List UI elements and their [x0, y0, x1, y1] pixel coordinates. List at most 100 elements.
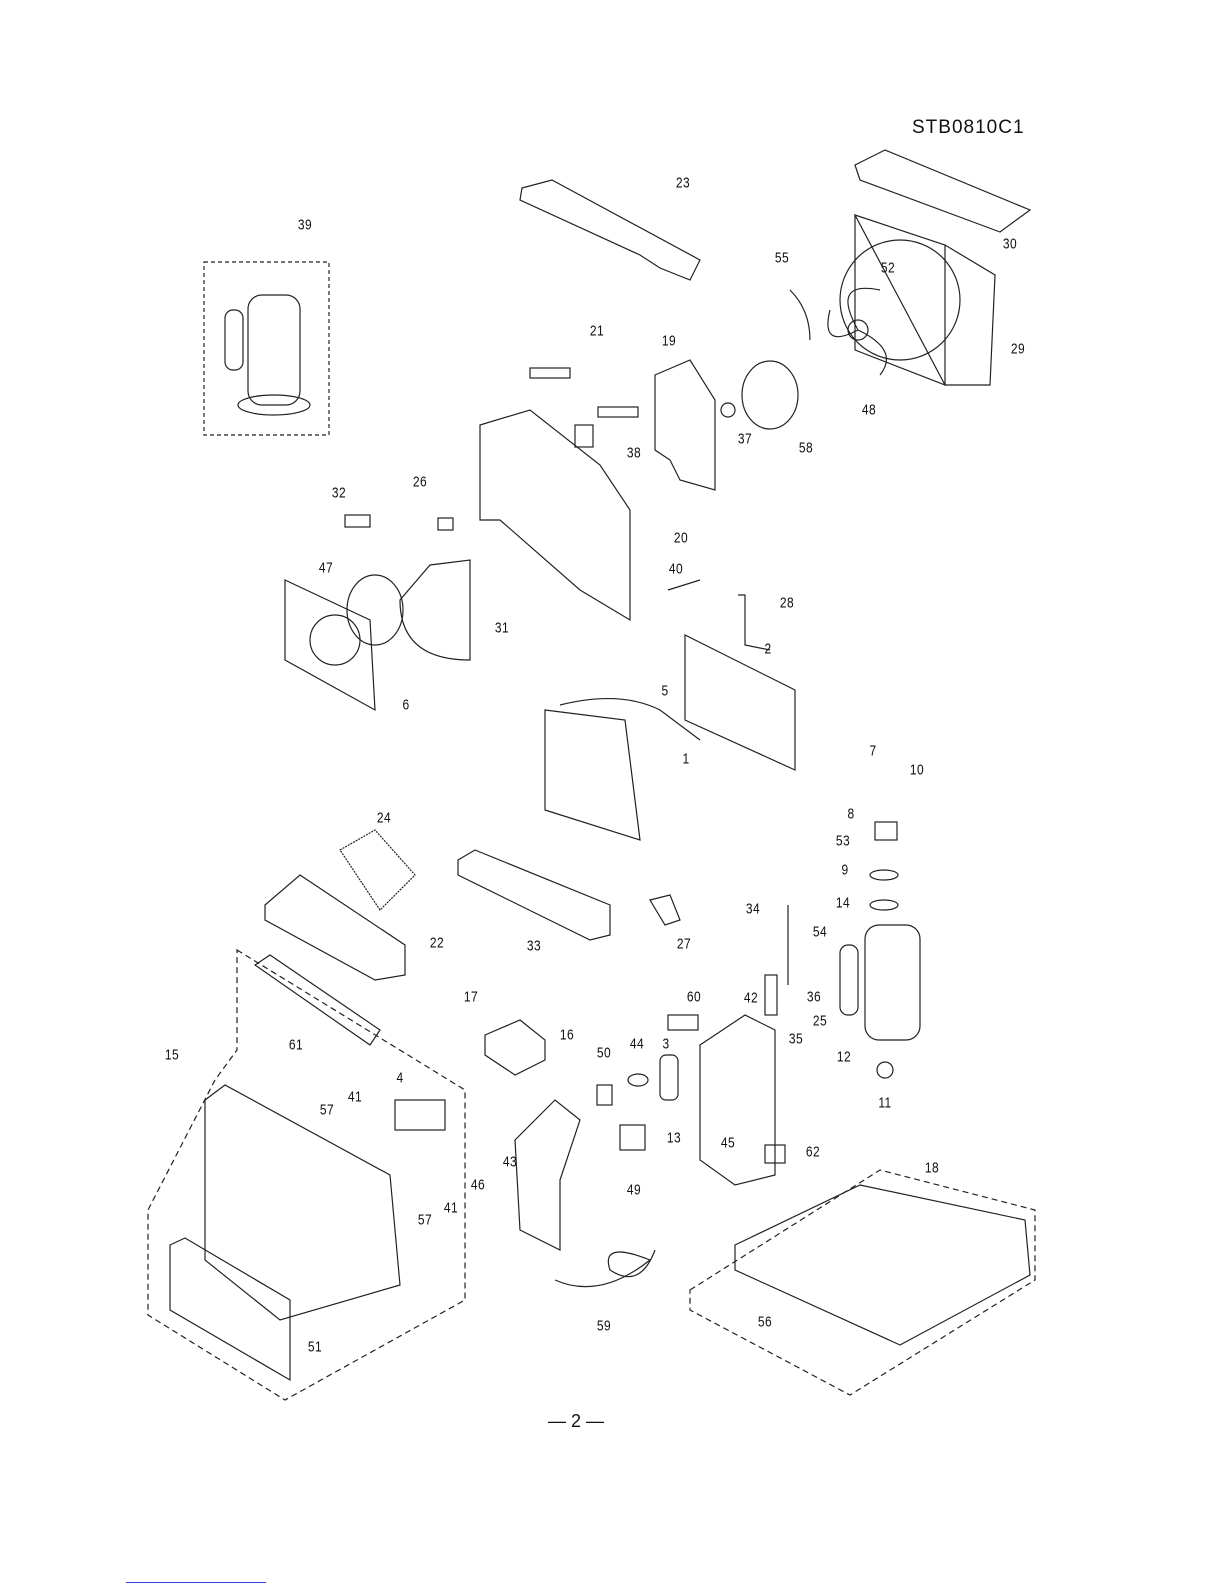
bracket-35: [764, 974, 778, 1016]
part-label: 43: [501, 1154, 519, 1171]
part-number: 33: [526, 937, 542, 955]
part-label: 1: [682, 751, 691, 768]
part-number: 28: [779, 594, 795, 612]
part-number: 39: [297, 216, 313, 234]
part-label: 56: [756, 1314, 774, 1331]
seal-55: [789, 289, 811, 341]
part-label: 40: [667, 561, 685, 578]
thermostat-49: [619, 1124, 646, 1151]
part-number: 2: [764, 640, 772, 658]
gasket-14: [869, 899, 899, 911]
part-number: 50: [596, 1044, 612, 1062]
part-label: 54: [811, 924, 829, 941]
base-pan-kit-outline: [689, 1169, 1036, 1396]
terminal-cover-8: [874, 821, 898, 841]
compressor-25: [864, 924, 921, 1041]
louver-61: [253, 954, 381, 1046]
part-number: 52: [880, 259, 896, 277]
part-number: 14: [835, 894, 851, 912]
part-number: 20: [673, 529, 689, 547]
part-label: 42: [742, 990, 760, 1007]
evaporator-coil-1: [544, 709, 641, 841]
front-cabinet-15: [204, 1084, 401, 1321]
part-label: 11: [877, 1095, 894, 1112]
part-number: 43: [502, 1153, 518, 1171]
part-number: 55: [774, 249, 790, 267]
part-number: 7: [869, 742, 877, 760]
part-number: 45: [720, 1134, 736, 1152]
power-cord-59: [554, 1249, 656, 1288]
clip-21a: [529, 367, 571, 379]
compressor-kit-box: [203, 261, 330, 436]
part-number: 9: [841, 861, 849, 879]
part-label: 10: [908, 762, 926, 779]
part-number: 38: [626, 444, 642, 462]
partition-20: [479, 409, 631, 622]
gasket-9: [869, 869, 899, 881]
part-label: 51: [306, 1339, 324, 1356]
drain-pan-33: [457, 849, 611, 941]
bracket-28: [738, 594, 771, 651]
part-label: 31: [493, 620, 511, 637]
switch-50: [596, 1084, 613, 1106]
part-label: 55: [773, 250, 791, 267]
part-label: 48: [860, 402, 878, 419]
part-number: 29: [1010, 340, 1026, 358]
part-label: 18: [923, 1160, 941, 1177]
scroll-31: [399, 559, 471, 661]
top-cover-30: [854, 149, 1032, 233]
part-number: 61: [288, 1036, 304, 1054]
mesh-24: [339, 829, 416, 911]
holder-4: [394, 1099, 446, 1131]
filter-51: [169, 1237, 291, 1382]
switch-38: [574, 424, 594, 448]
part-label: 38: [625, 445, 643, 462]
part-number: 31: [494, 619, 510, 637]
part-label: 20: [672, 530, 690, 547]
bottom-link-line: [126, 1582, 266, 1583]
plate-43: [514, 1099, 581, 1251]
part-number: 35: [788, 1030, 804, 1048]
part-number: 11: [878, 1094, 892, 1112]
part-label: 30: [1001, 236, 1019, 253]
control-bracket-16: [484, 1019, 546, 1076]
condenser-coil-2: [684, 634, 796, 771]
part-label: 2: [764, 641, 773, 658]
part-label: 41: [442, 1200, 460, 1217]
part-label: 9: [841, 862, 850, 879]
part-number: 47: [318, 559, 334, 577]
part-label: 41: [346, 1089, 364, 1106]
part-label: 24: [375, 810, 393, 827]
part-label: 12: [835, 1049, 853, 1066]
part-label: 7: [869, 743, 878, 760]
part-label: 44: [628, 1036, 646, 1053]
part-number: 26: [412, 473, 428, 491]
blower-wheel-47: [346, 574, 404, 646]
motor-bracket-19: [654, 359, 716, 491]
part-label: 21: [588, 323, 606, 340]
part-label: 19: [660, 333, 678, 350]
part-label: 6: [402, 697, 411, 714]
part-number: 44: [629, 1035, 645, 1053]
part-label: 3: [662, 1036, 671, 1053]
part-label: 37: [736, 431, 754, 448]
relay-62: [764, 1144, 786, 1164]
part-number: 10: [909, 761, 925, 779]
clamp-44: [627, 1073, 649, 1087]
part-number: 17: [463, 988, 479, 1006]
part-number: 6: [402, 696, 410, 714]
part-label: 36: [805, 989, 823, 1006]
part-number: 27: [676, 935, 692, 953]
part-label: 27: [675, 936, 693, 953]
part-label: 62: [804, 1144, 822, 1161]
part-number: 56: [757, 1313, 773, 1331]
part-number: 62: [805, 1143, 821, 1161]
part-label: 5: [661, 683, 670, 700]
part-number: 53: [835, 832, 851, 850]
grommet-11: [876, 1061, 894, 1079]
compressor-39: [224, 294, 311, 416]
part-number: 5: [661, 682, 669, 700]
part-label: 49: [625, 1182, 643, 1199]
part-number: 32: [331, 484, 347, 502]
